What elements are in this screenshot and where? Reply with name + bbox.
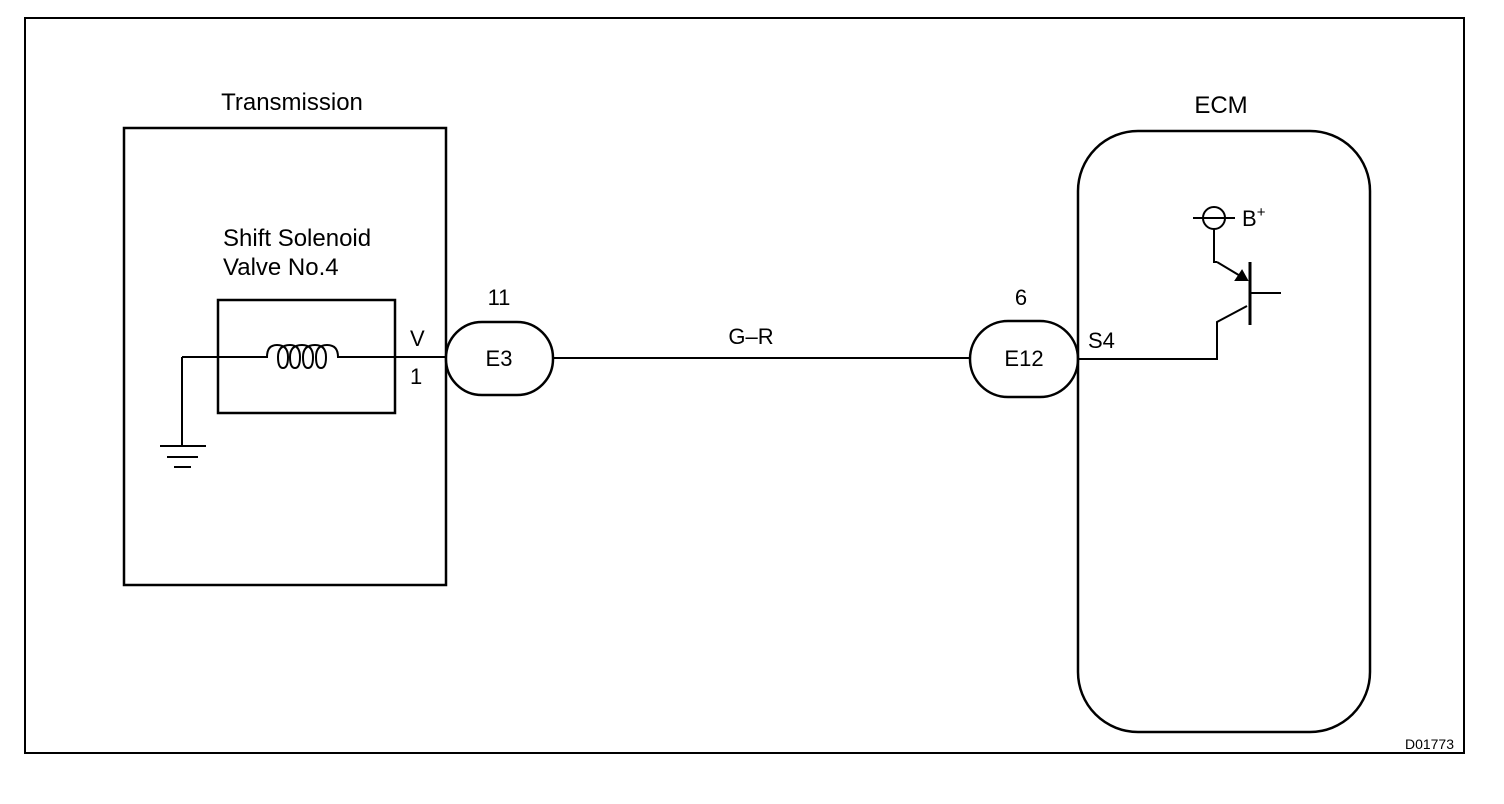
wire-color-code: G–R	[728, 324, 773, 349]
supply-terminal-icon	[1193, 206, 1235, 230]
supply-label-b: B	[1242, 206, 1257, 231]
solenoid-label-line1: Shift Solenoid	[223, 225, 371, 252]
supply-label-sign: +	[1257, 204, 1266, 221]
supply-wire	[1213, 229, 1217, 263]
ecm-pin-name: S4	[1088, 328, 1115, 353]
connector-e3-label: E3	[486, 346, 513, 371]
solenoid-coil-icon	[182, 343, 446, 370]
solenoid-label-line2: Valve No.4	[223, 254, 339, 281]
supply-label: B+	[1242, 204, 1266, 231]
diagram-frame	[24, 17, 1465, 754]
connector-e12-pin: 6	[1015, 285, 1027, 310]
transmission-title: Transmission	[221, 89, 363, 116]
connector-e12-label: E12	[1004, 346, 1043, 371]
transistor-icon	[1216, 261, 1281, 325]
connector-e3-pin: 11	[488, 285, 511, 310]
transmission-pin-name: V	[410, 326, 425, 351]
ecm-title: ECM	[1194, 92, 1247, 119]
ecm-internal-wire	[1078, 305, 1248, 360]
ground-icon	[160, 445, 206, 468]
transmission-pin-number: 1	[410, 364, 422, 389]
figure-id: D01773	[1405, 736, 1454, 752]
ecm-box	[1076, 129, 1372, 734]
